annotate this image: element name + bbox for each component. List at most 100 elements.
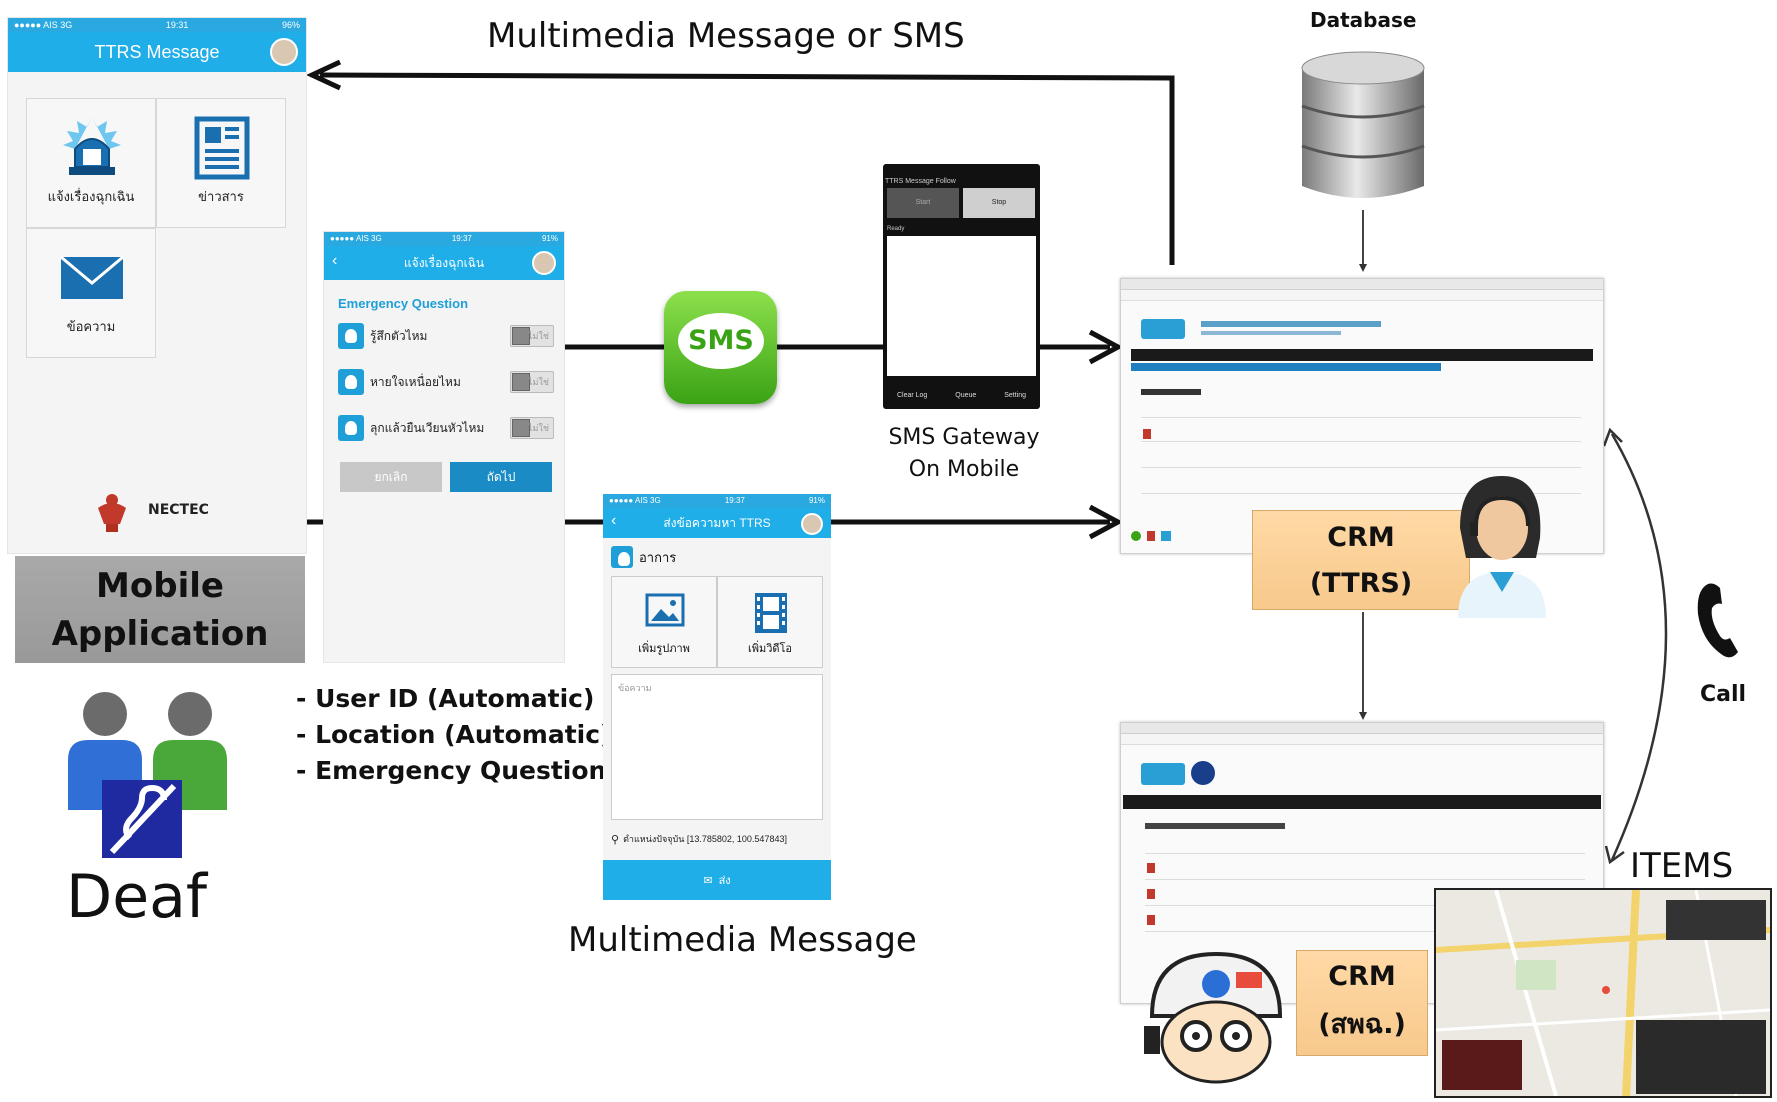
- operator-icon: [1440, 468, 1560, 623]
- question-row: รู้สึกตัวไหม ไม่ใช่: [338, 320, 558, 352]
- tile-message[interactable]: ข้อความ: [26, 228, 156, 358]
- stop-button[interactable]: Stop: [963, 188, 1035, 218]
- send-button[interactable]: ✉ ส่ง: [603, 860, 831, 900]
- cancel-button[interactable]: ยกเลิก: [340, 462, 442, 492]
- mobile-app-line2: Application: [51, 613, 269, 654]
- crm-ttrs-line1: CRM: [1327, 522, 1395, 553]
- carrier-text: ●●●●● AIS 3G: [609, 496, 661, 505]
- crm-spch-box: CRM (สพฉ.): [1296, 950, 1428, 1056]
- symptom-title: อาการ: [639, 549, 677, 565]
- app-header: ‹ แจ้งเรื่องฉุกเฉิน: [324, 246, 564, 280]
- mms-return-arrowhead: [306, 59, 342, 91]
- envelope-icon: ✉: [703, 874, 713, 887]
- question-text: หายใจเหนื่อยไหม: [370, 374, 461, 389]
- users-icon: [68, 692, 227, 858]
- tile-news[interactable]: ข่าวสาร: [156, 98, 286, 228]
- next-button[interactable]: ถัดไป: [450, 462, 552, 492]
- multimedia-message-screen: ●●●●● AIS 3G 19:37 91% ‹ ส่งข้อความหา TT…: [603, 494, 831, 900]
- section-title: Emergency Question: [338, 296, 469, 311]
- tile-message-label: ข้อความ: [66, 319, 116, 334]
- info-location: - Location (Automatic): [296, 720, 612, 749]
- tile-emergency-label: แจ้งเรื่องฉุกเฉิน: [47, 189, 135, 204]
- sms-bubble-text: SMS: [678, 313, 764, 369]
- screen-title: ส่งข้อความหา TTRS: [663, 515, 771, 530]
- ems-mascot-icon: [1140, 946, 1290, 1101]
- status-bar: ●●●●● AIS 3G 19:37 91%: [324, 232, 564, 246]
- battery-text: 91%: [541, 234, 558, 243]
- message-input[interactable]: ข้อความ: [611, 674, 823, 820]
- nectec-logo: NECTEC: [148, 502, 209, 518]
- map-view: [1436, 890, 1770, 1096]
- answer-toggle[interactable]: ไม่ใช่: [510, 371, 554, 393]
- sms-arrowhead: [1088, 329, 1124, 365]
- add-video-label: เพิ่มวิดีโอ: [747, 643, 793, 655]
- mms-arrowhead: [1088, 504, 1124, 540]
- location-pin-icon: ⚲: [611, 833, 620, 846]
- status-bar: ●●●●● AIS 3G 19:31 96%: [8, 18, 306, 32]
- question-icon: [338, 369, 364, 395]
- add-image-label: เพิ่มรูปภาพ: [638, 643, 690, 655]
- mms-or-sms-label: Multimedia Message or SMS: [487, 16, 965, 56]
- info-user-id: - User ID (Automatic): [296, 684, 595, 713]
- call-curve-head-top: [1602, 427, 1623, 447]
- nav-bar: [1131, 349, 1593, 361]
- avatar[interactable]: [532, 251, 556, 275]
- crm-spch-line1: CRM: [1328, 961, 1396, 992]
- sms-gateway-phone: TTRS Message Follow Start Stop Ready Cle…: [883, 164, 1040, 409]
- envelope-icon: [60, 255, 124, 299]
- tile-emergency[interactable]: แจ้งเรื่องฉุกเฉิน: [26, 98, 156, 228]
- app-header: ‹ ส่งข้อความหา TTRS: [603, 508, 831, 538]
- garuda-logo: [96, 490, 128, 539]
- time-text: 19:31: [165, 20, 189, 30]
- back-chevron-icon[interactable]: ‹: [332, 252, 338, 269]
- time-text: 19:37: [724, 496, 745, 505]
- time-text: 19:37: [451, 234, 472, 243]
- gateway-log-area: [887, 236, 1036, 376]
- answer-toggle[interactable]: ไม่ใช่: [510, 417, 554, 439]
- add-image-button[interactable]: เพิ่มรูปภาพ: [611, 576, 717, 668]
- gateway-bottom-bar: Clear Log Queue Setting: [883, 392, 1040, 399]
- answer-toggle[interactable]: ไม่ใช่: [510, 325, 554, 347]
- symptom-section: อาการ: [611, 546, 676, 568]
- avatar[interactable]: [270, 38, 298, 66]
- question-icon: [338, 323, 364, 349]
- queue-button[interactable]: Queue: [955, 392, 977, 399]
- call-curve: [1610, 433, 1668, 861]
- sms-gateway-line1: SMS Gateway: [888, 425, 1040, 450]
- mms-return-line: [319, 72, 1175, 265]
- status-bar: ●●●●● AIS 3G 19:37 91%: [603, 494, 831, 508]
- ttrs-logo: [1141, 319, 1185, 339]
- ems-logo: [1191, 761, 1215, 785]
- deaf-users-illustration: [60, 680, 240, 875]
- avatar[interactable]: [801, 513, 823, 535]
- setting-button[interactable]: Setting: [1004, 392, 1027, 399]
- newspaper-icon: [194, 116, 250, 180]
- sms-app-icon: SMS: [664, 291, 777, 404]
- crm-spch-line2: (สพฉ.): [1318, 1009, 1406, 1040]
- ttrs-logo: [1141, 763, 1185, 785]
- location-row: ⚲ ตำแหน่งปัจจุบัน [13.785802, 100.547843…: [611, 828, 823, 850]
- add-video-button[interactable]: เพิ่มวิดีโอ: [717, 576, 823, 668]
- start-button[interactable]: Start: [887, 188, 959, 218]
- deaf-label: Deaf: [66, 862, 208, 932]
- back-chevron-icon[interactable]: ‹: [611, 512, 617, 529]
- carrier-text: ●●●●● AIS 3G: [14, 20, 73, 30]
- info-emergency-questions: - Emergency Questions: [296, 756, 622, 785]
- mobile-application-label: Mobile Application: [15, 556, 305, 663]
- carrier-text: ●●●●● AIS 3G: [330, 234, 382, 243]
- sms-gateway-label: SMS Gateway On Mobile: [884, 422, 1044, 486]
- siren-icon: [63, 117, 121, 175]
- question-text: ลุกแล้วยืนเวียนหัวไหม: [370, 420, 485, 435]
- call-curve-head-bottom: [1604, 845, 1625, 865]
- database-icon: [1298, 48, 1428, 213]
- send-label: ส่ง: [718, 875, 731, 887]
- question-row: ลุกแล้วยืนเวียนหัวไหม ไม่ใช่: [338, 412, 558, 444]
- phone-handset-icon: [1694, 580, 1744, 665]
- film-icon: [755, 593, 787, 633]
- screen-title: แจ้งเรื่องฉุกเฉิน: [403, 255, 485, 270]
- nav-bar: [1123, 795, 1601, 809]
- image-icon: [645, 593, 685, 627]
- question-text: รู้สึกตัวไหม: [370, 328, 428, 343]
- clear-log-button[interactable]: Clear Log: [896, 392, 928, 399]
